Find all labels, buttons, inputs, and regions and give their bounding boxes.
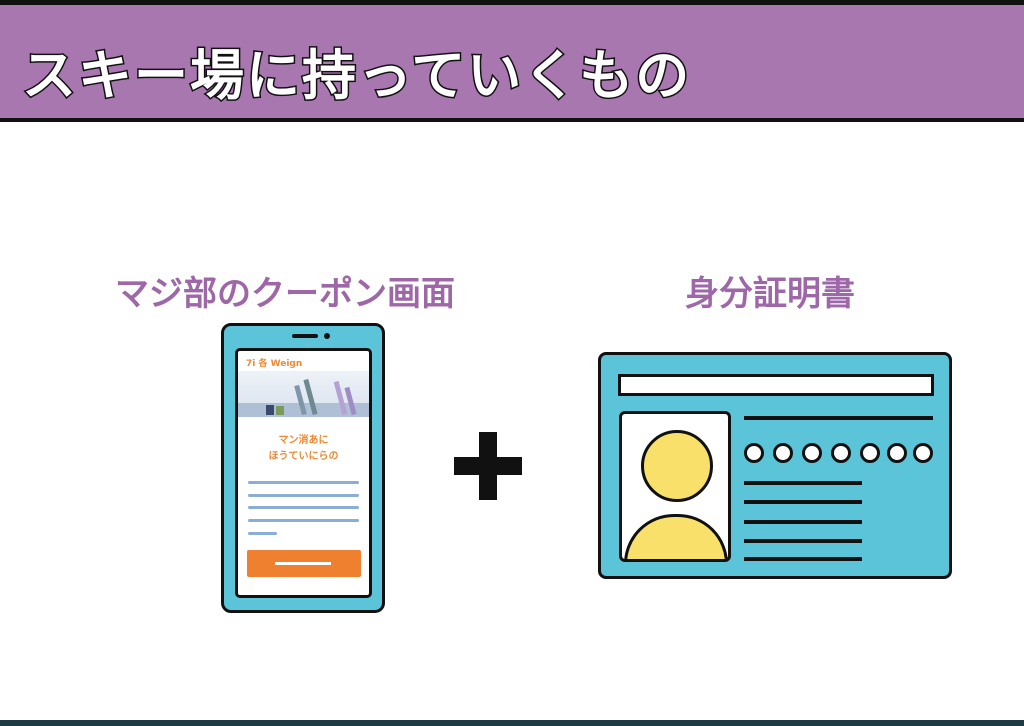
digit-dot — [773, 443, 793, 463]
card-line — [744, 481, 862, 485]
coupon-message: マン消あに ほうていにらの — [238, 433, 369, 465]
digit-dot — [887, 443, 907, 463]
plus-icon — [454, 457, 522, 475]
avatar-head-icon — [641, 430, 713, 502]
avatar — [619, 411, 731, 562]
digit-dot — [831, 443, 851, 463]
text-line — [248, 519, 359, 522]
text-line — [248, 506, 359, 509]
camera-icon — [324, 333, 330, 339]
id-card-illustration — [598, 352, 952, 579]
card-line — [744, 520, 862, 524]
avatar-body-icon — [624, 514, 728, 559]
digit-dot — [744, 443, 764, 463]
smartphone-illustration: 7i 各 Weign マン消あに ほうていにらの — [221, 323, 385, 613]
header-banner: スキー場に持っていくもの — [0, 0, 1024, 122]
card-line — [744, 539, 862, 543]
footer-border — [0, 720, 1024, 726]
message-line: マン消あに — [278, 435, 329, 446]
card-line — [744, 557, 862, 561]
id-label: 身分証明書 — [685, 274, 855, 314]
brand-logo: 7i 各 Weign — [246, 359, 303, 369]
digit-dot — [913, 443, 933, 463]
page-title: スキー場に持っていくもの — [20, 43, 692, 109]
coupon-button — [247, 550, 361, 577]
text-line — [248, 532, 277, 535]
card-line — [744, 416, 933, 420]
digit-dot — [860, 443, 880, 463]
ski-banner-image — [238, 371, 369, 417]
message-line: ほうていにらの — [268, 451, 339, 462]
text-line — [248, 481, 359, 484]
speaker-icon — [292, 334, 318, 338]
digit-dot — [802, 443, 822, 463]
coupon-screen: 7i 各 Weign マン消あに ほうていにらの — [235, 348, 372, 598]
text-line — [248, 494, 359, 497]
name-field — [618, 374, 934, 396]
card-line — [744, 500, 862, 504]
coupon-label: マジ部のクーポン画面 — [115, 274, 455, 314]
